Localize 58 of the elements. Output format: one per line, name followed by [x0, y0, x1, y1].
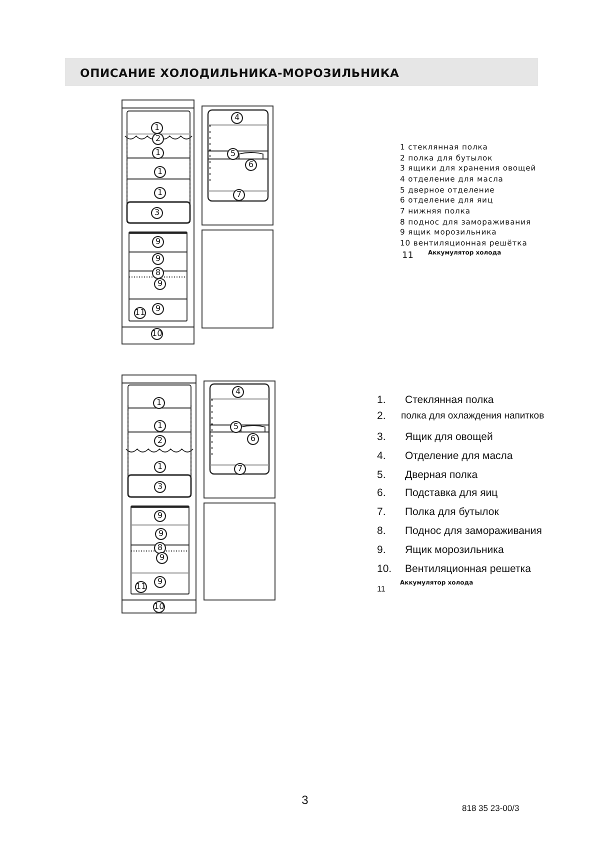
- callout-number: 10: [151, 328, 163, 340]
- legend-number: 9.: [377, 544, 386, 556]
- legend-number: 2.: [377, 410, 386, 422]
- callout-number: 9: [152, 236, 164, 248]
- callout-number: 3: [154, 481, 166, 493]
- callout-number: 1: [153, 397, 165, 409]
- callout-number: 4: [232, 386, 244, 398]
- callout-number: 4: [231, 112, 243, 124]
- legend-item: Поднос для замораживания: [405, 525, 542, 537]
- callout-number: 1: [151, 122, 163, 134]
- callout-number: 9: [154, 576, 166, 588]
- legend-number: 4.: [377, 450, 386, 462]
- callout-number: 8: [152, 267, 164, 279]
- callout-number: 8: [154, 542, 166, 554]
- callout-number: 1: [154, 420, 166, 432]
- callout-number: 1: [152, 147, 164, 159]
- callout-number: 1: [154, 187, 166, 199]
- callout-number: 1: [154, 461, 166, 473]
- callout-number: 1: [154, 166, 166, 178]
- legend-item: Отделение для масла: [405, 450, 513, 462]
- callout-number: 9: [154, 510, 166, 522]
- callout-number: 6: [247, 433, 259, 445]
- legend-number: 8.: [377, 525, 386, 537]
- callout-number: 818 35 23-00/3: [462, 803, 520, 813]
- callout-number: 7: [234, 463, 246, 475]
- legend-number: 3.: [377, 431, 386, 443]
- callout-number: 9: [152, 253, 164, 265]
- legend-item: Полка для бутылок: [405, 506, 499, 518]
- callout-number: 9: [152, 303, 164, 315]
- callout-number: 2: [152, 133, 164, 145]
- legend-number: 11: [377, 584, 386, 594]
- callout-number: 5: [230, 421, 242, 433]
- callout-number: 7: [233, 189, 245, 201]
- title: ОПИСАНИЕ ХОЛОДИЛЬНИКА-МОРОЗИЛЬНИКА: [80, 66, 400, 80]
- callout-number: 3: [151, 207, 163, 219]
- callout-number: 9: [155, 528, 167, 540]
- legend-item: Ящик морозильника: [405, 544, 504, 556]
- callout-number: 6: [245, 159, 257, 171]
- page-number: 3: [302, 793, 308, 807]
- legend-item: Вентиляционная решетка: [405, 563, 531, 575]
- legend-number: 1.: [377, 394, 386, 406]
- callout-number: 9: [154, 278, 166, 290]
- legend-item: Дверная полка: [405, 469, 478, 481]
- callout-number: 11: [134, 307, 146, 319]
- legend-number: 11: [402, 251, 414, 261]
- legend-item: полка для охлаждения напитков: [401, 410, 544, 422]
- legend-item: Стеклянная полка: [405, 394, 494, 406]
- legend-number: 7.: [377, 506, 386, 518]
- callout-number: 5: [227, 148, 239, 160]
- legend-item: Ящик для овощей: [405, 431, 493, 443]
- callout-number: 2: [154, 435, 166, 447]
- legend-item: Подставка для яиц: [405, 487, 498, 499]
- legend-number: 10.: [377, 563, 392, 575]
- callout-number: 9: [156, 552, 168, 564]
- callout-number: 10: [153, 601, 165, 613]
- legend-number: 6.: [377, 487, 386, 499]
- legend-number: 5.: [377, 469, 386, 481]
- callout-number: 11: [135, 581, 147, 593]
